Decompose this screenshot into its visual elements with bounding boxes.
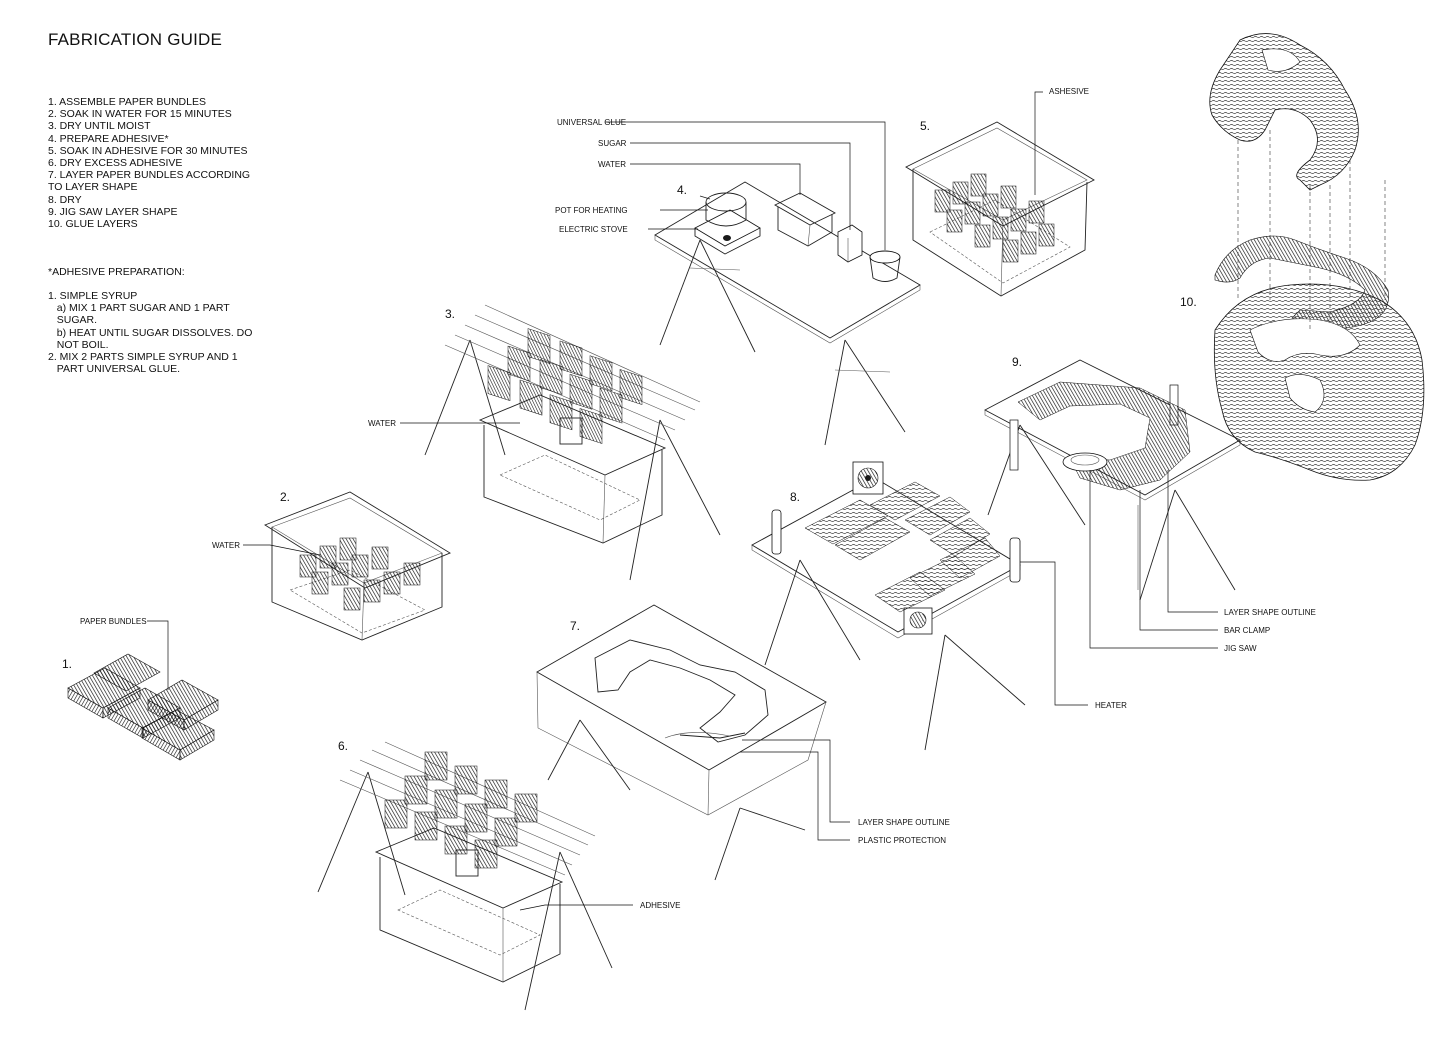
step-number: 9.: [1012, 355, 1022, 369]
label-ashesive: ASHESIVE: [1049, 87, 1089, 96]
step-number: 3.: [445, 307, 455, 321]
step-5-adhesive-tub: 5. ASHESIVE: [905, 87, 1095, 297]
label-heater: HEATER: [1095, 701, 1127, 710]
step-number: 5.: [920, 119, 930, 133]
step-number: 1.: [62, 657, 72, 671]
label-layer-shape-outline: LAYER SHAPE OUTLINE: [1224, 608, 1316, 617]
label-layer-shape-outline: LAYER SHAPE OUTLINE: [858, 818, 950, 827]
drying-rack-icon: [424, 304, 721, 581]
adhesive-preparation-list: 1. SIMPLE SYRUP a) MIX 1 PART SUGAR AND …: [48, 290, 278, 375]
step-item: 2. SOAK IN WATER FOR 15 MINUTES: [48, 108, 232, 121]
step-item: 1. ASSEMBLE PAPER BUNDLES: [48, 96, 206, 108]
step-item: 8. DRY: [48, 193, 82, 206]
label-water: WATER: [598, 160, 626, 169]
step-item: 4. PREPARE ADHESIVE*: [48, 132, 169, 145]
water-tub-icon: [264, 491, 451, 641]
label-plastic-protection: PLASTIC PROTECTION: [858, 836, 946, 845]
label-electric-stove: ELECTRIC STOVE: [559, 225, 628, 234]
step-4-adhesive-table: 4.: [555, 118, 921, 446]
table-icon: [751, 461, 1026, 751]
label-water: WATER: [368, 419, 396, 428]
step-10-exploded-layers: 10.: [1180, 33, 1425, 481]
label-paper-bundles: PAPER BUNDLES: [80, 617, 147, 626]
step-2-water-tub: 2. WATER: [212, 490, 451, 641]
plastic-covered-table-icon: [536, 604, 827, 881]
heater-icon: [852, 461, 884, 495]
step-item: 10. GLUE LAYERS: [48, 218, 138, 231]
step-item: 3. DRY UNTIL MOIST: [48, 120, 151, 133]
label-adhesive: ADHESIVE: [640, 901, 680, 910]
drying-rack-icon: [317, 741, 613, 1011]
layer-stack-top-icon: [1209, 33, 1359, 191]
step-item: 5. SOAK IN ADHESIVE FOR 30 MINUTES: [48, 144, 248, 157]
paper-bundles-icon: [67, 653, 219, 761]
label-pot-for-heating: POT FOR HEATING: [555, 206, 628, 215]
label-jig-saw: JIG SAW: [1224, 644, 1257, 653]
heater-icon: [903, 607, 933, 635]
step-1-paper-bundles: 1. PAPER BUNDLES: [62, 617, 219, 761]
fabrication-steps-list: 1. ASSEMBLE PAPER BUNDLES 2. SOAK IN WAT…: [48, 96, 263, 230]
adhesive-preparation-heading: *ADHESIVE PREPARATION:: [48, 266, 185, 278]
table-icon: [654, 181, 921, 446]
label-bar-clamp: BAR CLAMP: [1224, 626, 1270, 635]
step-6-drying-rack: 6. ADHESIVE: [317, 739, 680, 1011]
alignment-guides: [1237, 130, 1386, 330]
step-number: 8.: [790, 490, 800, 504]
step-item: 9. JIG SAW LAYER SHAPE: [48, 205, 178, 218]
table-icon: [984, 359, 1241, 601]
step-8-drying-table: 8.: [751, 461, 1127, 751]
label-water: WATER: [212, 541, 240, 550]
adhesive-step: 1. SIMPLE SYRUP: [48, 290, 138, 302]
page-title: FABRICATION GUIDE: [48, 30, 223, 49]
adhesive-tub-icon: [905, 121, 1095, 297]
adhesive-step: 2. MIX 2 PARTS SIMPLE SYRUP AND 1 PART U…: [48, 351, 238, 376]
step-item: 6. DRY EXCESS ADHESIVE: [48, 157, 183, 170]
step-7-layering-table: 7. LAYER SHAPE OUTLINE PLASTIC PROTECTIO…: [536, 604, 950, 881]
step-9-jigsaw-table: 9. LAYER SHAPE OUTLINE BAR CLAMP JIG SAW: [984, 355, 1316, 653]
step-number: 4.: [677, 183, 687, 197]
adhesive-step: a) MIX 1 PART SUGAR AND 1 PART SUGAR.: [56, 302, 230, 327]
label-universal-glue: UNIVERSAL GLUE: [557, 118, 626, 127]
step-number: 6.: [338, 739, 348, 753]
step-3-drying-rack: 3.: [368, 304, 721, 581]
label-sugar: SUGAR: [598, 139, 627, 148]
step-item: 7. LAYER PAPER BUNDLES ACCORDING TO LAYE…: [48, 169, 253, 194]
layer-stack-bottom-icon: [1213, 283, 1425, 481]
step-number: 10.: [1180, 295, 1197, 309]
step-number: 7.: [570, 619, 580, 633]
adhesive-step: b) HEAT UNTIL SUGAR DISSOLVES. DO NOT BO…: [56, 326, 253, 351]
step-number: 2.: [280, 490, 290, 504]
